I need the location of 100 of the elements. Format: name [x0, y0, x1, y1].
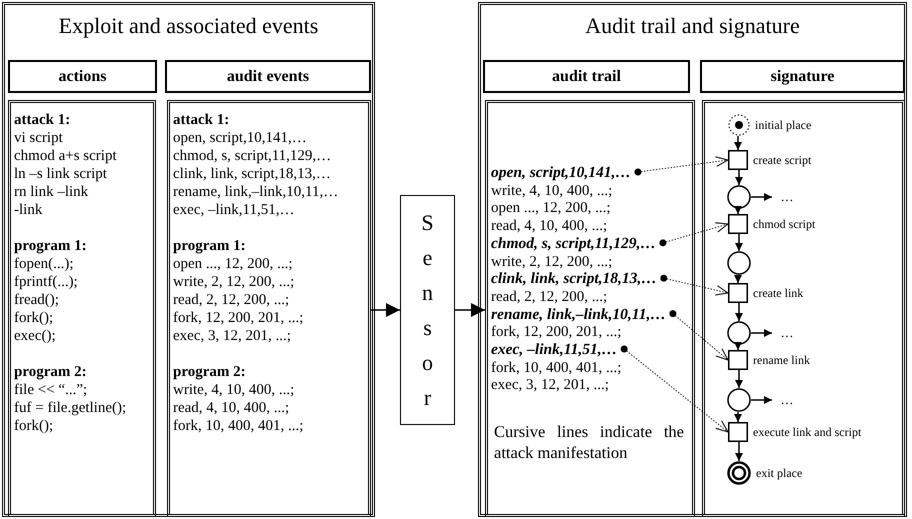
arrow: [751, 396, 772, 404]
transition-box: [728, 150, 748, 170]
transition-box: [728, 422, 748, 442]
column-header: audit trail: [483, 60, 690, 93]
dotted-arrow: [669, 310, 728, 360]
column-body: [8, 100, 156, 517]
log-line: read, 2, 12, 200, ...;: [173, 291, 290, 309]
log-line: vi script: [14, 129, 63, 147]
arrow: [751, 329, 772, 337]
transition-box: [728, 214, 748, 234]
note-text: Cursive lines indicate the attack manifestation: [494, 421, 684, 463]
log-line: exec, 3, 12, 201, ...;: [173, 327, 291, 345]
exit-place-circle: [727, 461, 751, 485]
log-line: rename, link,–link,10,11,…: [173, 183, 338, 201]
arrow: [735, 303, 743, 321]
group-heading: program 1:: [14, 237, 87, 255]
ellipsis-text: …: [772, 324, 802, 342]
log-line: -link: [14, 201, 42, 219]
transition-box: [728, 283, 748, 303]
arrow: [734, 412, 742, 422]
arrow: [734, 136, 742, 150]
log-line: open ..., 12, 200, ...;: [173, 255, 293, 273]
arrow: [371, 303, 400, 317]
log-line: write, 4, 10, 400, ...;: [173, 381, 294, 399]
log-line: read, 4, 10, 400, ...;: [491, 217, 608, 236]
column-header: actions: [8, 60, 157, 93]
group-heading: program 1:: [173, 237, 246, 255]
attack-log-line: clink, link, script,18,13,…: [491, 270, 657, 288]
attack-log-line: exec, –link,11,51,…: [491, 341, 618, 359]
place-label: exit place: [756, 466, 802, 480]
arrow: [455, 303, 485, 317]
log-line: write, 2, 12, 200, ...;: [173, 273, 294, 291]
section-panel: [478, 2, 907, 517]
log-line: exec();: [14, 327, 56, 345]
initial-place-circle: [728, 114, 750, 136]
log-line: open, script,10,141,…: [173, 129, 307, 147]
ellipsis-text: …: [772, 188, 802, 206]
group-heading: program 2:: [173, 363, 246, 381]
place-circle: [727, 185, 751, 209]
group-heading: attack 1:: [173, 111, 230, 129]
log-line: open ..., 12, 200, ...;: [491, 199, 611, 218]
section-panel: [2, 2, 375, 517]
log-line: chmod, s, script,11,129,…: [173, 147, 332, 165]
transition-box: [728, 350, 748, 370]
transition-label: create link: [753, 286, 804, 300]
group-heading: attack 1:: [14, 111, 70, 129]
arrow: [735, 442, 743, 461]
transition-label: rename link: [753, 353, 810, 367]
arrow: [734, 275, 742, 283]
arrow: [751, 193, 772, 201]
log-line: write, 4, 10, 400, ...;: [491, 182, 612, 200]
place-circle: [727, 388, 751, 412]
log-line: fork, 12, 200, 201, ...;: [173, 309, 304, 327]
place-label: initial place: [755, 118, 812, 132]
arrow: [735, 170, 743, 185]
column-body: [702, 100, 905, 517]
attack-log-line: rename, link,–link,10,11,…: [491, 306, 666, 324]
panel-title: Audit trail and signature: [584, 13, 801, 39]
arrow: [735, 234, 743, 251]
log-line: fork, 10, 400, 401, ...;: [491, 358, 622, 377]
column-body: [485, 100, 695, 517]
log-line: ln –s link script: [14, 165, 107, 183]
log-line: fprintf(...);: [14, 273, 78, 291]
log-line: fopen(...);: [14, 255, 74, 273]
log-line: fork();: [14, 309, 54, 327]
dotted-arrow: [634, 156, 728, 176]
log-line: clink, link, script,18,13,…: [173, 165, 331, 183]
place-circle: [727, 321, 751, 345]
sensor-label: Sensor: [420, 209, 435, 412]
column-header: signature: [700, 60, 905, 93]
log-line: fork, 10, 400, 401, ...;: [173, 417, 304, 435]
log-line: fork();: [14, 417, 54, 435]
dotted-arrow: [660, 274, 728, 296]
log-line: read, 4, 10, 400, ...;: [173, 399, 290, 417]
column-header: audit events: [165, 60, 371, 93]
log-line: fread();: [14, 291, 59, 309]
arrow: [734, 206, 742, 214]
group-heading: program 2:: [14, 363, 87, 381]
panel-title: Exploit and associated events: [58, 13, 320, 39]
ellipsis-text: …: [772, 391, 802, 409]
arrow: [734, 342, 742, 350]
log-line: read, 2, 12, 200, ...;: [491, 288, 608, 306]
sensor-box: [400, 195, 455, 425]
log-line: fuf = file.getline();: [14, 399, 126, 417]
attack-log-line: chmod, s, script,11,129,…: [491, 234, 656, 253]
transition-label: execute link and script: [753, 425, 862, 439]
place-circle: [727, 251, 751, 275]
transition-label: create script: [753, 153, 812, 167]
log-line: exec, –link,11,51,…: [173, 201, 295, 219]
transition-label: chmod script: [753, 217, 816, 231]
log-line: rn link –link: [14, 183, 88, 201]
log-line: exec, 3, 12, 201, ...;: [491, 376, 609, 394]
dotted-arrow: [659, 222, 728, 246]
log-line: write, 2, 12, 200, ...;: [491, 252, 612, 270]
column-body: [167, 100, 371, 517]
log-line: fork, 12, 200, 201, ...;: [491, 323, 622, 342]
arrow: [735, 370, 743, 388]
dotted-arrow: [620, 346, 728, 432]
attack-log-line: open, script,10,141,…: [491, 164, 631, 182]
log-line: file << “...”;: [14, 381, 88, 399]
